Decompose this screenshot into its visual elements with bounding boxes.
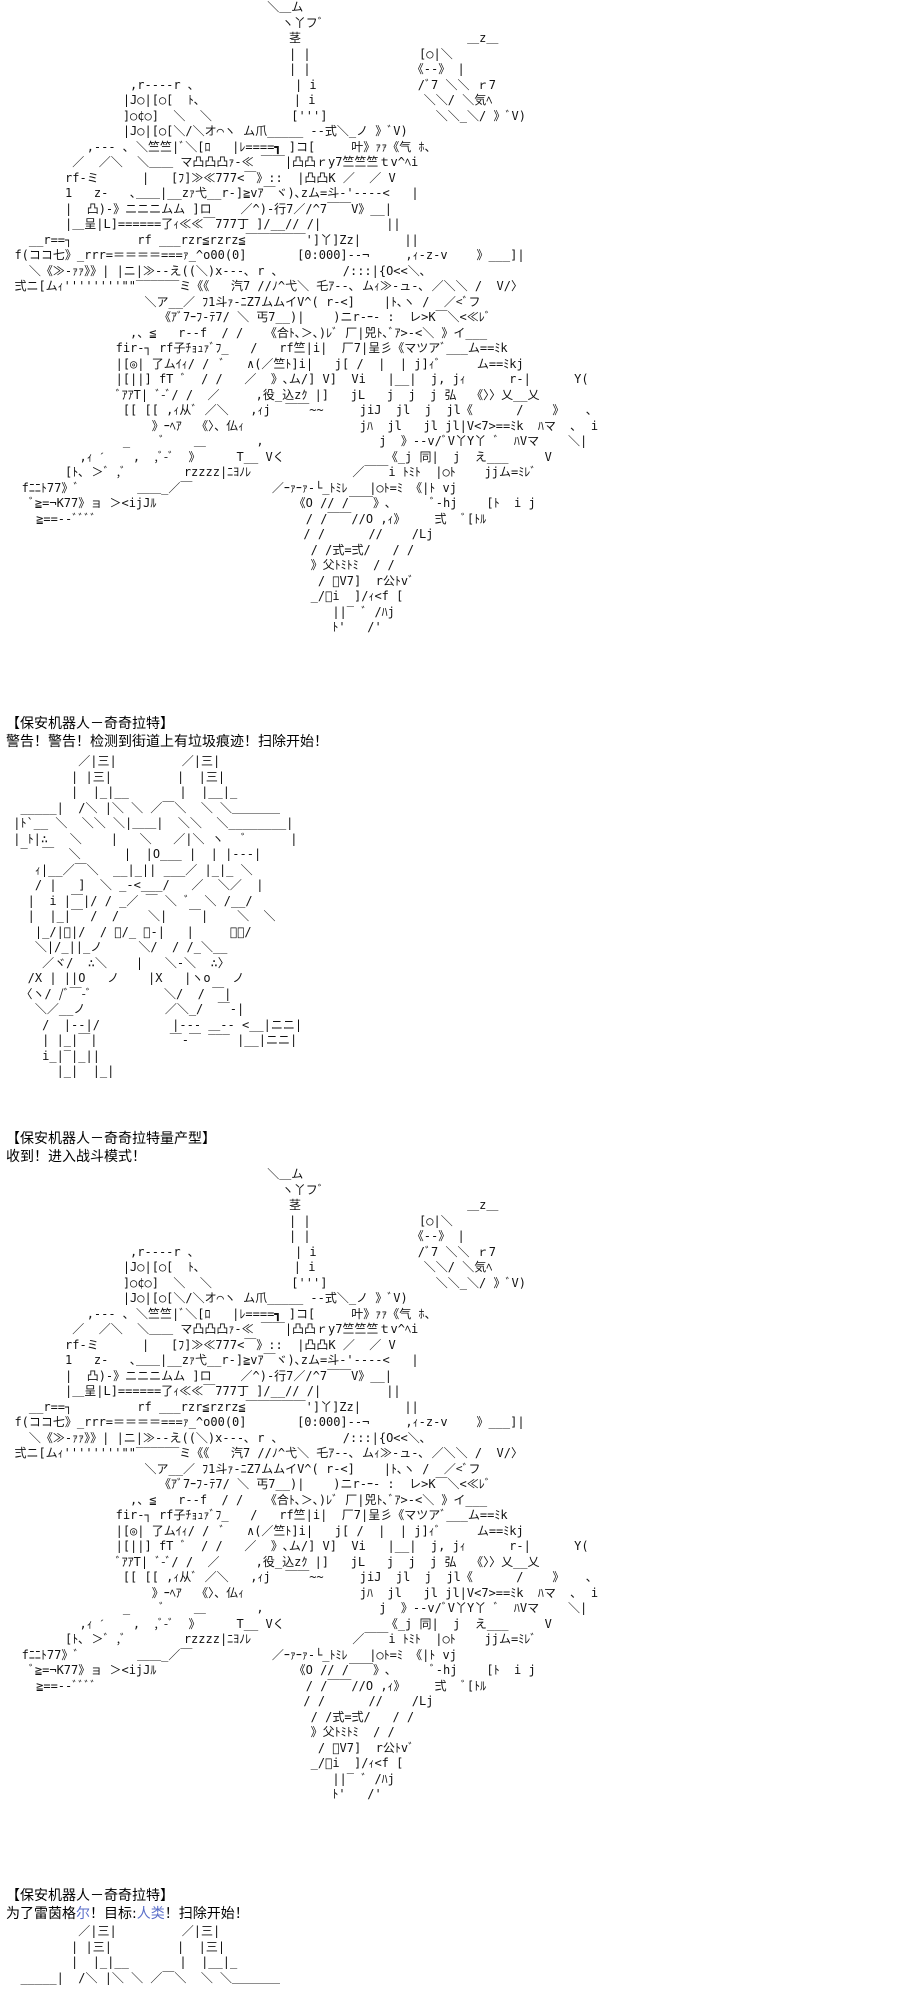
speaker-name: 【保安机器人－奇奇拉特】 [6, 1888, 174, 1904]
mass-production-robot-ascii-art-partial: ／|三| ／|三| | |三| | |三| | |_|__ | |__|_ __… [20, 1924, 281, 1985]
caption-block-2: 【保安机器人－奇奇拉特量产型】 收到！进入战斗模式！ [6, 1130, 216, 1166]
dialogue-text: 收到！进入战斗模式！ [6, 1149, 146, 1165]
highlighted-name: 尔 [76, 1906, 90, 1922]
caption-block-3: 【保安机器人－奇奇拉特】 为了雷茵格尔！目标:人类！扫除开始！ [6, 1887, 249, 1923]
robot-ascii-art-top: ＼＿ム ヽ丫フﾞ 茎 ＿z＿ | | [○|＼ [14, 0, 599, 634]
speaker-name: 【保安机器人－奇奇拉特量产型】 [6, 1131, 216, 1147]
dialogue-segment: ！扫除开始！ [164, 1906, 249, 1922]
dialogue-segment: 为了雷茵格 [6, 1906, 76, 1922]
highlighted-target: 人类 [136, 1906, 165, 1922]
mass-production-robot-ascii-art: ／|三| ／|三| | |三| | |三| | |_|__ | |__|_ __… [13, 754, 303, 1078]
dialogue-segment: ！目标: [90, 1906, 137, 1922]
dialogue-text: 警告！警告！检测到街道上有垃圾痕迹！扫除开始！ [6, 734, 328, 750]
speaker-name: 【保安机器人－奇奇拉特】 [6, 716, 174, 732]
dialogue-text: 为了雷茵格尔！目标:人类！扫除开始！ [6, 1905, 249, 1923]
caption-block-1: 【保安机器人－奇奇拉特】 警告！警告！检测到街道上有垃圾痕迹！扫除开始！ [6, 715, 328, 751]
robot-ascii-art-bottom: ＼＿ム ヽ丫フﾞ 茎 ＿z＿ | | [○|＼ [14, 1167, 599, 1801]
